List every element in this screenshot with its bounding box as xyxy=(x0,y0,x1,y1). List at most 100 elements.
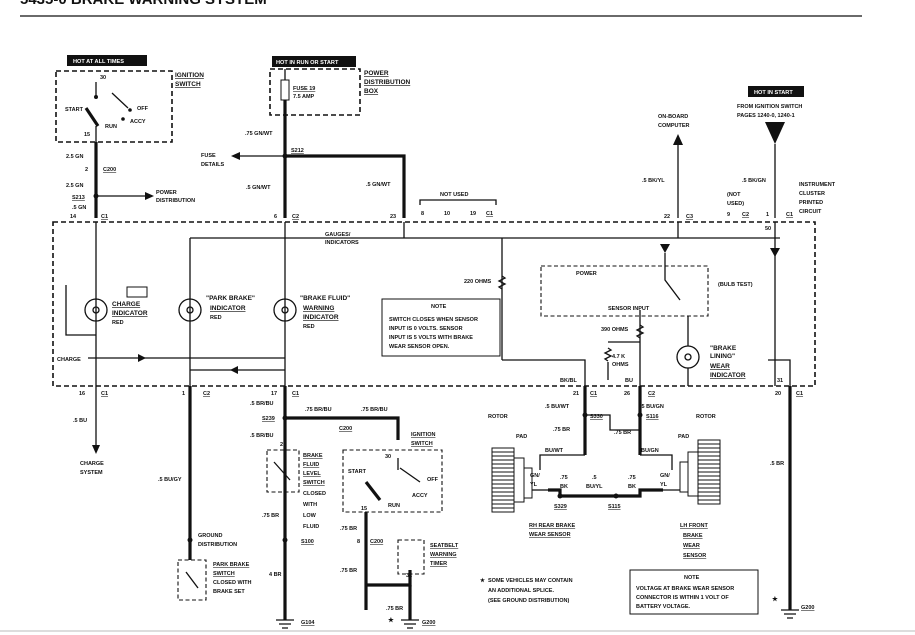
wire-label-75brbu-b: .75 BR/BU xyxy=(361,407,388,413)
pin-8: 8 xyxy=(421,211,424,217)
connector-c2-a: C2 xyxy=(292,214,299,220)
connector-c200-c: C200 xyxy=(370,539,383,545)
brake-fluid-indicator-label-2: WARNING xyxy=(303,305,334,312)
wire-bu-wt xyxy=(539,454,585,470)
wire-label-75br-d: .75 BR xyxy=(553,427,570,433)
resistor-390 xyxy=(635,324,645,339)
power-dist-arrow xyxy=(145,192,154,200)
hot-in-run-label: HOT IN RUN OR START xyxy=(276,60,339,66)
wire-label-gnyl-b2: YL xyxy=(660,482,668,488)
bfl-label-7: LOW xyxy=(303,513,317,519)
park-brake-switch-outline xyxy=(177,559,207,601)
wire-bu-gn xyxy=(640,454,673,470)
brake-lining-label-4: INDICATOR xyxy=(710,372,746,379)
splice-note-3: (SEE GROUND DISTRIBUTION) xyxy=(488,598,569,604)
pin-21: 21 xyxy=(573,391,579,397)
wire-label-75gnwt: .75 GN/WT xyxy=(245,131,273,137)
splice-note-2: AN ADDITIONAL SPLICE. xyxy=(488,588,554,594)
ground-g104-symbol xyxy=(276,619,294,629)
ign-contact-accy xyxy=(121,117,125,121)
sensor-switch xyxy=(664,253,681,301)
sensor-input-label: SENSOR INPUT xyxy=(608,306,650,312)
connector-c1-b: C1 xyxy=(486,211,493,217)
note-line-3: INPUT IS 5 VOLTS WITH BRAKE xyxy=(389,335,473,341)
wire-label-gnyl-a2: YL xyxy=(530,482,538,488)
hot-in-run-box xyxy=(272,56,356,67)
wire-label-5gnwt-b: .5 GN/WT xyxy=(366,182,391,188)
pin-31b: 31 xyxy=(406,573,412,579)
brake-lining-label-3: WEAR xyxy=(710,363,730,370)
onboard-computer-arrow xyxy=(673,134,683,145)
pin-15: 15 xyxy=(84,132,90,138)
pin-bk-bl: BK/BL xyxy=(560,378,577,384)
wire-label-75br-c: .75 BR xyxy=(340,568,357,574)
wire-label-4br: 4 BR xyxy=(269,572,282,578)
resistor-4-7k xyxy=(603,347,613,362)
voltage-note-box xyxy=(629,569,759,615)
park-switch-label-4: BRAKE SET xyxy=(213,589,245,595)
pdb-label-2: DISTRIBUTION xyxy=(364,79,411,86)
ign-contact xyxy=(94,95,98,99)
pin-23: 23 xyxy=(390,214,396,220)
rh-rear-rotor-fins xyxy=(492,451,514,509)
pin-50: 50 xyxy=(765,226,771,232)
brake-fluid-indicator-label-3: INDICATOR xyxy=(303,314,339,321)
wire-label-gnyl-a: GN/ xyxy=(530,473,540,479)
lh-front-rotor-fins xyxy=(698,443,720,501)
sensor-series-wire xyxy=(548,488,663,498)
wire-label-5buyl-2: BU/YL xyxy=(586,484,603,490)
charge-lamp-filament xyxy=(92,306,100,314)
ign2-run: RUN xyxy=(388,503,400,509)
page-title: 5435-0 BRAKE WARNING SYSTEM xyxy=(20,0,267,8)
wire-label-2-5gn-b: 2.5 GN xyxy=(66,183,83,189)
rh-rear-label-2: WEAR SENSOR xyxy=(529,532,571,538)
pin-20: 20 xyxy=(775,391,781,397)
wire-label-5bugn: .5 BU/GN xyxy=(640,404,664,410)
ign-run-label: RUN xyxy=(105,124,117,130)
pin-1: 1 xyxy=(766,212,769,218)
brake-fluid-indicator-red: RED xyxy=(303,324,315,330)
splice-s330: S330 xyxy=(590,414,603,420)
splice-s115: S115 xyxy=(608,504,621,510)
ic-label-4: CIRCUIT xyxy=(799,209,822,215)
onboard-computer-label: ON-BOARD xyxy=(658,114,688,120)
ic-label-1: INSTRUMENT xyxy=(799,182,836,188)
splice-s100-dot xyxy=(282,537,288,543)
ignition-switch-outline xyxy=(55,70,173,143)
gauges-label-2: INDICATORS xyxy=(325,240,359,246)
wire-label-75brbu-a: .75 BR/BU xyxy=(305,407,332,413)
lh-front-label: LH FRONT xyxy=(680,523,708,529)
bfl-label-1: BRAKE xyxy=(303,453,323,459)
ign-start-label: START xyxy=(65,107,84,113)
s-symbol-label: S xyxy=(771,125,777,135)
ign-off-label: OFF xyxy=(137,106,149,112)
brake-fluid-level-switch-outline xyxy=(266,449,300,493)
wire-label-75bk-a2: BK xyxy=(560,484,568,490)
charge-diode-1 xyxy=(138,354,146,362)
ground-dist-label-2: DISTRIBUTION xyxy=(198,542,237,548)
ic-label-3: PRINTED xyxy=(799,200,823,206)
note-line-1: SWITCH CLOSES WHEN SENSOR xyxy=(389,317,478,323)
wire-label-5brbu-a: .5 BR/BU xyxy=(250,401,274,407)
resistor-220 xyxy=(497,275,507,290)
power-distribution-box-outline xyxy=(269,68,361,116)
wire-label-75br-bottom: .75 BR xyxy=(386,606,403,612)
seatbelt-timer-outline xyxy=(397,539,425,575)
bfl-label-6: WITH xyxy=(303,502,317,508)
instrument-cluster-outline xyxy=(52,221,816,387)
connector-c200-a: C200 xyxy=(103,167,116,173)
ground-g200-a: G200 xyxy=(422,620,435,626)
connector-c1-e: C1 xyxy=(292,391,299,397)
not-used-paren-1: (NOT xyxy=(727,192,741,198)
lh-front-label-2: BRAKE xyxy=(683,533,703,539)
park-brake-indicator-lamp xyxy=(178,298,202,322)
charge-indicator-label: CHARGE xyxy=(112,301,141,308)
brake-lining-indicator-lamp xyxy=(676,345,700,369)
hot-at-all-times-box xyxy=(67,55,147,66)
ign2-off: OFF xyxy=(427,477,439,483)
brake-lining-label: "BRAKE xyxy=(710,345,737,352)
splice-s329-dot xyxy=(557,493,563,499)
pin-17: 17 xyxy=(271,391,277,397)
wire-label-5gnwt-a: .5 GN/WT xyxy=(246,185,271,191)
brake-fluid-indicator-lamp xyxy=(273,298,297,322)
